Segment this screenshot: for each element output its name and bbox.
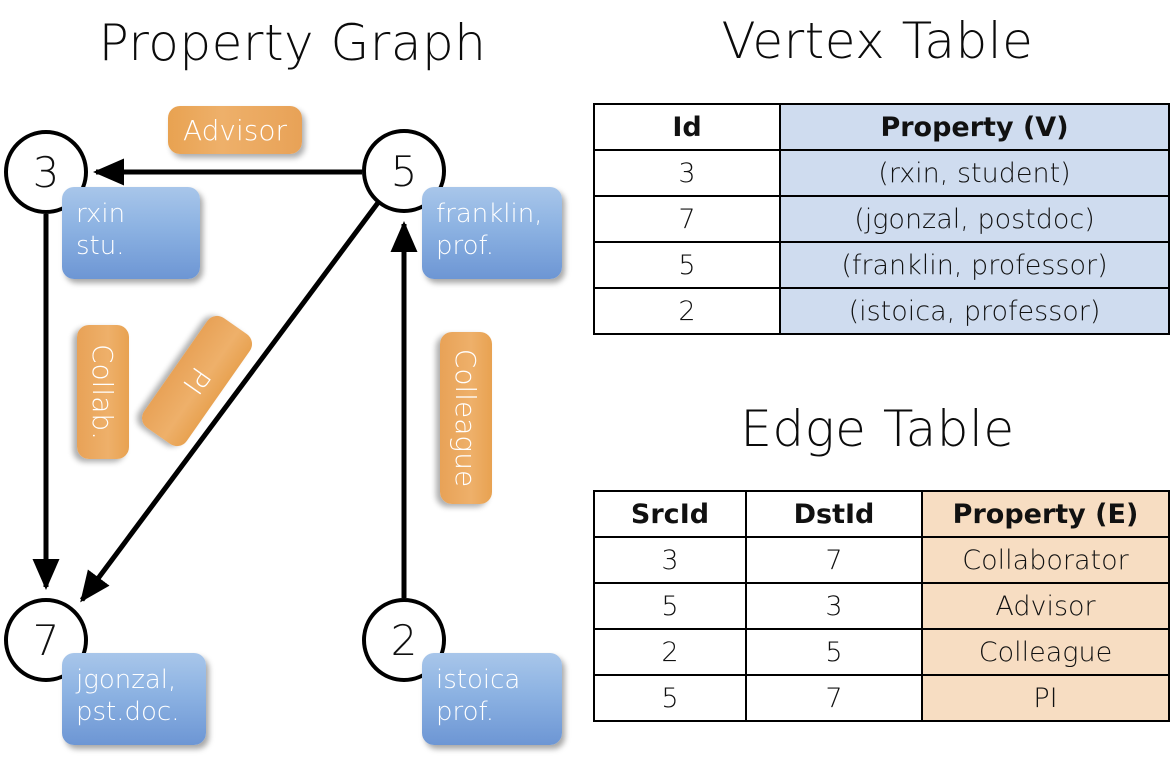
- node-property-line: pst.doc.: [76, 696, 180, 727]
- edge-cell-src: 2: [593, 628, 747, 676]
- page-title-vertex-table: Vertex Table: [721, 12, 1034, 70]
- node-property-line: prof.: [436, 230, 495, 261]
- table-row: 5 (franklin, professor): [593, 241, 1170, 289]
- node-property-box-franklin: franklin, prof.: [422, 187, 562, 279]
- node-property-line: prof.: [436, 696, 495, 727]
- node-property-line: stu.: [76, 230, 125, 261]
- edge-col-header-property: Property (E): [921, 490, 1170, 538]
- page-title-property-graph: Property Graph: [98, 14, 487, 72]
- edge-cell-dst: 7: [745, 536, 923, 584]
- edge-cell-property: Advisor: [921, 582, 1170, 630]
- table-row: 2 (istoica, professor): [593, 287, 1170, 335]
- edge-table: SrcId DstId Property (E) 3 7 Collaborato…: [593, 490, 1170, 722]
- edge-cell-property: PI: [921, 674, 1170, 722]
- vertex-cell-property: (rxin, student): [779, 149, 1170, 197]
- table-row: 7 (jgonzal, postdoc): [593, 195, 1170, 243]
- table-header-row: Id Property (V): [593, 103, 1170, 151]
- table-row: 5 7 PI: [593, 674, 1170, 722]
- edge-cell-src: 5: [593, 674, 747, 722]
- node-property-box-jgonzal: jgonzal, pst.doc.: [62, 653, 206, 745]
- vertex-col-header-property: Property (V): [779, 103, 1170, 151]
- edge-label-advisor: Advisor: [168, 106, 302, 154]
- graph-edges-layer: [32, 158, 418, 603]
- vertex-table: Id Property (V) 3 (rxin, student) 7 (jgo…: [593, 103, 1170, 335]
- node-property-line: jgonzal,: [76, 665, 177, 695]
- node-property-box-istoica: istoica prof.: [422, 653, 562, 745]
- edge-col-header-dstid: DstId: [745, 490, 923, 538]
- vertex-cell-id: 3: [593, 149, 781, 197]
- node-property-line: istoica: [436, 665, 521, 695]
- edge-cell-src: 5: [593, 582, 747, 630]
- edge-cell-property: Collaborator: [921, 536, 1170, 584]
- node-property-line: rxin: [76, 199, 126, 229]
- table-row: 2 5 Colleague: [593, 628, 1170, 676]
- vertex-cell-property: (franklin, professor): [779, 241, 1170, 289]
- node-property-box-rxin: rxin stu.: [62, 187, 200, 279]
- node-property-line: franklin,: [436, 199, 543, 229]
- vertex-cell-property: (jgonzal, postdoc): [779, 195, 1170, 243]
- table-header-row: SrcId DstId Property (E): [593, 490, 1170, 538]
- edge-label-collab: Collab.: [77, 325, 129, 459]
- edge-cell-dst: 7: [745, 674, 923, 722]
- page-title-edge-table: Edge Table: [740, 400, 1015, 458]
- edge-col-header-srcid: SrcId: [593, 490, 747, 538]
- table-row: 3 7 Collaborator: [593, 536, 1170, 584]
- graph-node-5[interactable]: 5: [362, 129, 446, 213]
- edge-cell-src: 3: [593, 536, 747, 584]
- edge-arrow-pi: [79, 198, 383, 603]
- vertex-col-header-id: Id: [593, 103, 781, 151]
- table-row: 5 3 Advisor: [593, 582, 1170, 630]
- graph-node-2[interactable]: 2: [362, 598, 446, 682]
- edge-label-colleague: Colleague: [440, 332, 492, 504]
- edge-cell-dst: 5: [745, 628, 923, 676]
- vertex-cell-id: 5: [593, 241, 781, 289]
- edge-cell-property: Colleague: [921, 628, 1170, 676]
- vertex-cell-id: 2: [593, 287, 781, 335]
- vertex-cell-id: 7: [593, 195, 781, 243]
- table-row: 3 (rxin, student): [593, 149, 1170, 197]
- vertex-cell-property: (istoica, professor): [779, 287, 1170, 335]
- edge-cell-dst: 3: [745, 582, 923, 630]
